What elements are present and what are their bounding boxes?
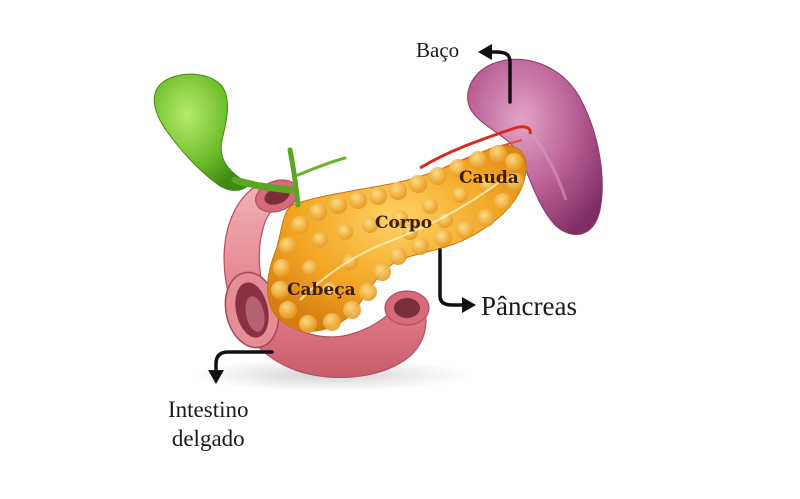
label-baco: Baço (416, 38, 459, 63)
pancreas-arrowhead (462, 297, 476, 313)
label-pancreas: Pâncreas (481, 291, 577, 322)
label-corpo: Corpo (375, 213, 432, 233)
baco-arrowhead (478, 44, 492, 60)
label-cabeca: Cabeça (287, 280, 356, 300)
label-intestino-line2: delgado (168, 424, 249, 453)
pancreas-arrow (440, 250, 464, 305)
label-cauda: Cauda (459, 168, 519, 188)
label-intestino-line1: Intestino (168, 395, 249, 424)
label-intestino-delgado: Intestino delgado (168, 395, 249, 453)
gallbladder-shape (154, 74, 345, 205)
